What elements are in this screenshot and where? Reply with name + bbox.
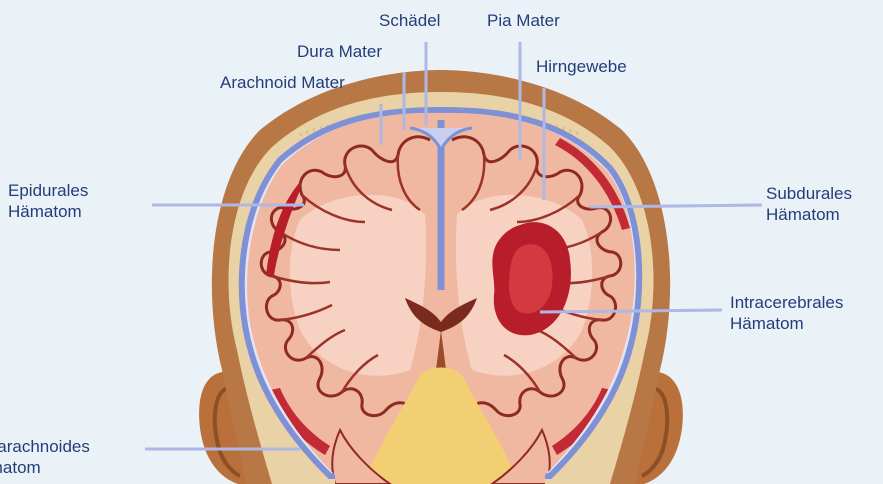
label-epidurales-haematom: Epidurales Hämatom <box>8 180 88 222</box>
label-schaedel: Schädel <box>379 10 440 31</box>
label-pia-mater: Pia Mater <box>487 10 560 31</box>
leader-intracerebral <box>540 310 722 312</box>
label-hirngewebe: Hirngewebe <box>536 56 627 77</box>
label-intracerebrales-haematom: Intracerebrales Hämatom <box>730 292 843 334</box>
leader-subdural <box>590 205 762 207</box>
label-arachnoid-mater: Arachnoid Mater <box>220 72 345 93</box>
label-dura-mater: Dura Mater <box>297 41 382 62</box>
label-subdurales-haematom: Subdurales Hämatom <box>766 183 852 225</box>
label-subarachnoides-haematom: Subarachnoides Hämatom <box>0 436 90 478</box>
